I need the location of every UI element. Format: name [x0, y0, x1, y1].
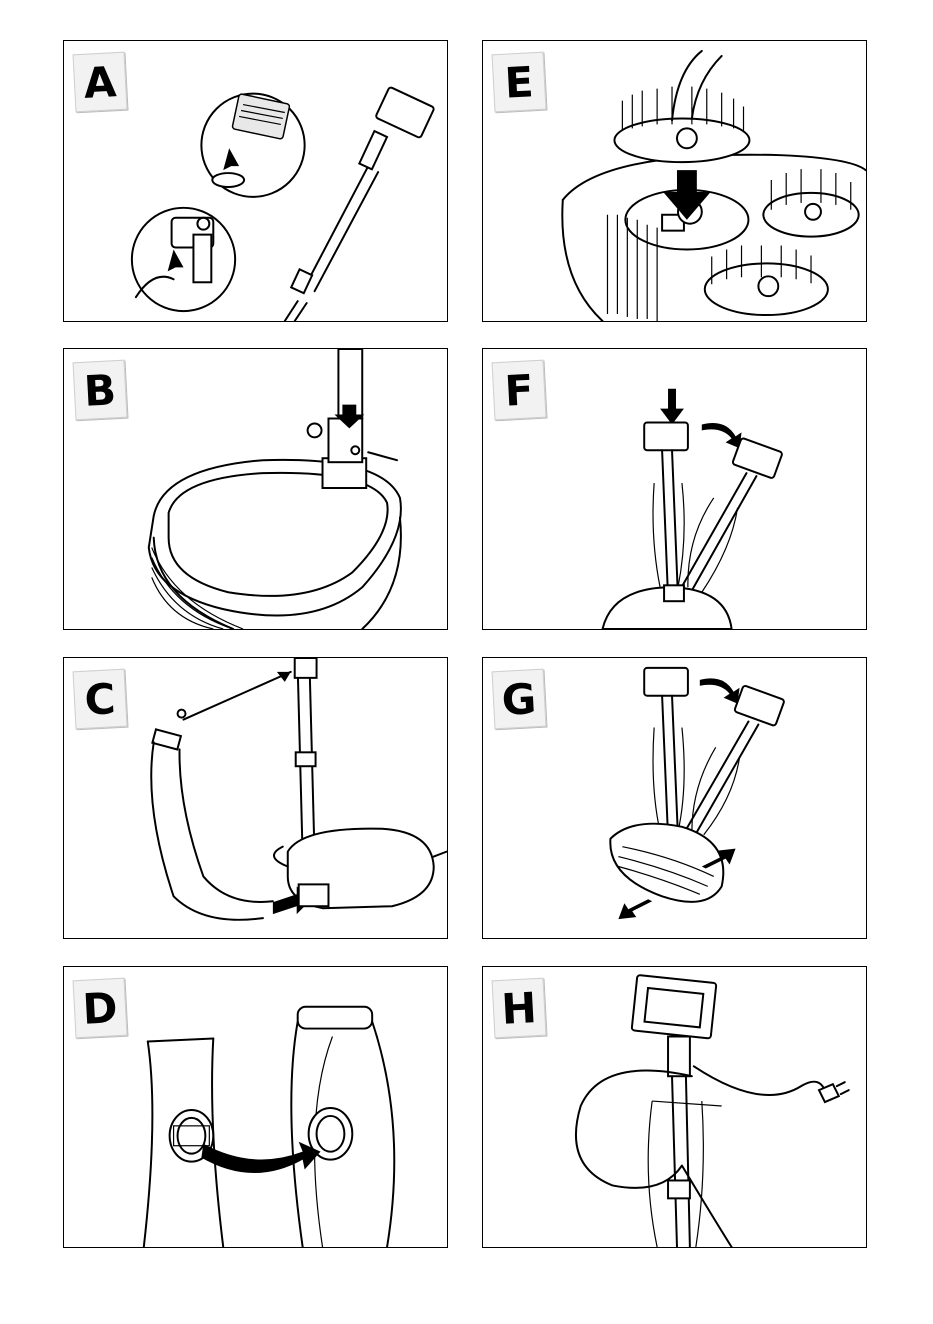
illustration-handle-assembly	[64, 41, 447, 321]
panel-f: F	[482, 348, 867, 630]
panel-b: B	[63, 348, 448, 630]
illustration-base-mounting	[64, 349, 447, 629]
illustration-bag-attachment	[64, 658, 447, 938]
illustration-tilting-base	[483, 658, 866, 938]
panel-a: A	[63, 40, 448, 322]
panel-c: C	[63, 657, 448, 939]
illustration-handle-positions	[483, 349, 866, 629]
illustration-cord-storage	[483, 967, 866, 1247]
panel-e: E	[482, 40, 867, 322]
illustration-brush-attachment	[483, 41, 866, 321]
panel-h: H	[482, 966, 867, 1248]
panel-g: G	[482, 657, 867, 939]
panel-d: D	[63, 966, 448, 1248]
illustration-dust-bag-change	[64, 967, 447, 1247]
